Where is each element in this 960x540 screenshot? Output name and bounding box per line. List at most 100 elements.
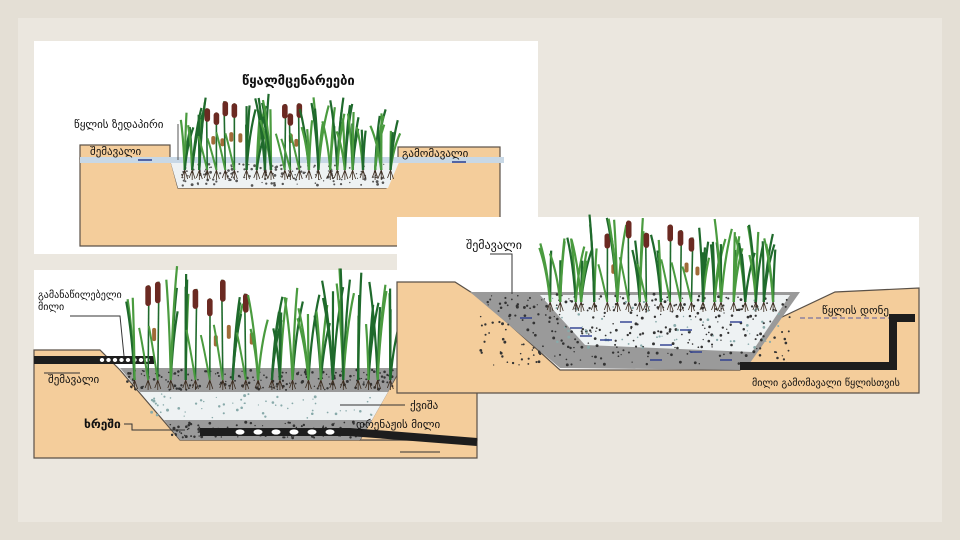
substrate-speck bbox=[272, 386, 275, 389]
substrate-speck bbox=[265, 376, 268, 379]
substrate-speck bbox=[532, 354, 535, 356]
substrate-speck bbox=[667, 352, 669, 355]
substrate-speck bbox=[729, 351, 733, 355]
substrate-speck bbox=[386, 373, 389, 377]
substrate-speck bbox=[593, 337, 597, 340]
substrate-speck bbox=[140, 373, 143, 375]
reed-blade bbox=[580, 260, 588, 303]
substrate-speck bbox=[642, 317, 644, 319]
plant-roots bbox=[230, 169, 238, 180]
plant-roots bbox=[195, 169, 203, 180]
substrate-speck bbox=[523, 314, 527, 317]
substrate-speck bbox=[126, 380, 129, 383]
substrate-speck bbox=[737, 308, 741, 312]
cattail-young-head bbox=[684, 262, 689, 273]
cattail-head bbox=[677, 230, 684, 246]
plant-roots bbox=[377, 169, 385, 180]
reed-blade bbox=[740, 253, 747, 303]
substrate-speck bbox=[264, 415, 267, 418]
substrate-speck bbox=[652, 331, 656, 335]
substrate-speck bbox=[383, 376, 386, 379]
substrate-speck bbox=[499, 306, 503, 309]
substrate-speck bbox=[668, 328, 672, 331]
substrate-speck bbox=[511, 361, 515, 365]
substrate-speck bbox=[702, 321, 705, 323]
substrate-speck bbox=[286, 436, 289, 438]
substrate-speck bbox=[242, 163, 245, 166]
substrate-speck bbox=[279, 164, 282, 167]
substrate-speck bbox=[274, 166, 277, 169]
panel3-outlet-pipe bbox=[740, 314, 915, 370]
reed-blade bbox=[291, 287, 299, 381]
cattail-head bbox=[204, 108, 211, 122]
substrate-speck bbox=[555, 304, 558, 307]
substrate-speck bbox=[339, 183, 343, 186]
substrate-speck bbox=[152, 399, 156, 403]
substrate-speck bbox=[285, 383, 288, 386]
reed-blade bbox=[765, 243, 775, 303]
cattail-head bbox=[213, 112, 220, 126]
plant-roots bbox=[131, 379, 138, 390]
panel2-distribution-pipe bbox=[34, 356, 154, 364]
substrate-speck bbox=[551, 297, 554, 300]
substrate-speck bbox=[313, 395, 317, 399]
substrate-speck bbox=[560, 339, 563, 342]
substrate-speck bbox=[325, 373, 328, 376]
substrate-speck bbox=[705, 333, 708, 336]
substrate-speck bbox=[259, 166, 262, 170]
substrate-speck bbox=[272, 165, 274, 167]
plant-roots bbox=[546, 301, 554, 312]
substrate-speck bbox=[302, 399, 305, 401]
substrate-speck bbox=[534, 333, 537, 337]
cattail-leaf bbox=[280, 138, 292, 171]
substrate-speck bbox=[671, 342, 675, 346]
substrate-speck bbox=[362, 423, 366, 426]
substrate-speck bbox=[754, 338, 757, 341]
substrate-speck bbox=[319, 385, 321, 387]
substrate-speck bbox=[595, 330, 597, 332]
substrate-speck bbox=[652, 342, 655, 346]
substrate-speck bbox=[205, 182, 208, 185]
substrate-speck bbox=[745, 323, 749, 327]
drain-hole bbox=[271, 429, 281, 435]
substrate-speck bbox=[276, 395, 279, 399]
substrate-speck bbox=[372, 370, 376, 373]
substrate-speck bbox=[686, 326, 689, 328]
substrate-speck bbox=[681, 333, 683, 336]
substrate-speck bbox=[249, 369, 253, 372]
substrate-speck bbox=[376, 183, 379, 186]
plant-roots bbox=[188, 169, 196, 180]
substrate-speck bbox=[584, 329, 587, 332]
substrate-speck bbox=[543, 298, 546, 300]
plant-roots bbox=[643, 301, 650, 312]
substrate-speck bbox=[349, 436, 352, 439]
cattail-leaf bbox=[636, 263, 648, 303]
substrate-speck bbox=[636, 314, 639, 317]
substrate-speck bbox=[187, 423, 191, 427]
plant-roots bbox=[625, 301, 633, 312]
plant-roots bbox=[365, 379, 372, 390]
substrate-speck bbox=[585, 331, 588, 335]
substrate-speck bbox=[177, 374, 180, 377]
substrate-speck bbox=[276, 388, 279, 390]
substrate-speck bbox=[360, 377, 363, 380]
substrate-speck bbox=[586, 309, 589, 312]
substrate-speck bbox=[744, 354, 748, 357]
substrate-speck bbox=[375, 176, 378, 179]
substrate-speck bbox=[536, 304, 538, 306]
substrate-speck bbox=[700, 345, 703, 349]
substrate-speck bbox=[280, 404, 283, 407]
substrate-speck bbox=[707, 339, 711, 343]
substrate-speck bbox=[765, 340, 767, 343]
substrate-speck bbox=[591, 355, 593, 358]
substrate-speck bbox=[737, 296, 739, 298]
substrate-speck bbox=[656, 336, 658, 339]
substrate-speck bbox=[509, 318, 511, 320]
substrate-speck bbox=[303, 370, 307, 374]
substrate-speck bbox=[609, 331, 612, 334]
cattail-young-head bbox=[152, 327, 157, 342]
substrate-speck bbox=[333, 183, 336, 186]
reed-blade bbox=[257, 319, 269, 381]
substrate-speck bbox=[188, 421, 191, 425]
substrate-speck bbox=[250, 184, 254, 187]
